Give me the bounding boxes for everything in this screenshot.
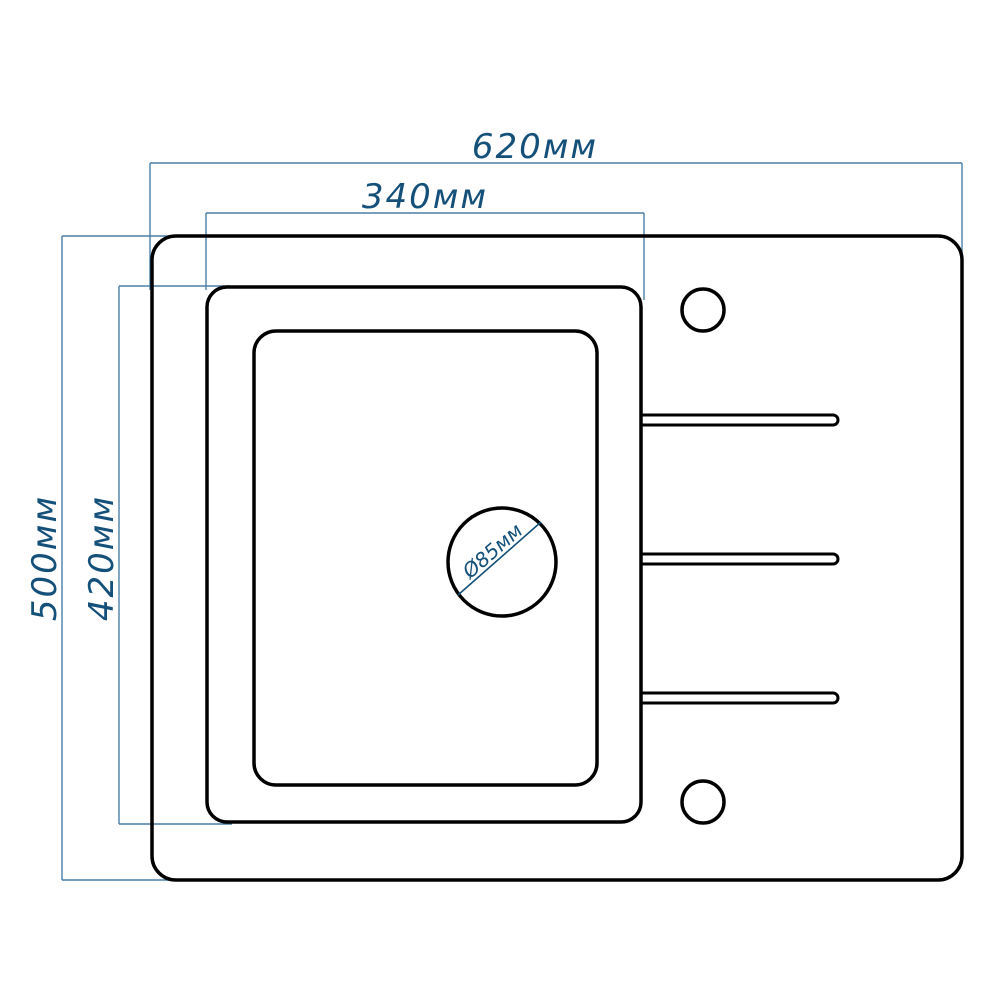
bowl-width-label: 340мм	[362, 177, 488, 217]
total-width-label: 620мм	[472, 127, 598, 167]
bowl-inner	[252, 329, 599, 787]
drainboard-rib	[628, 552, 840, 566]
drain-icon	[446, 506, 558, 618]
drainboard-rib	[628, 413, 840, 427]
dimension-lines	[61, 162, 963, 881]
bowl-rim	[205, 285, 643, 824]
drainboard-rib	[628, 691, 840, 705]
sink-outer-body	[150, 234, 964, 882]
drain-diameter-line	[457, 521, 542, 596]
tap-hole-icon	[680, 287, 726, 333]
total-depth-label: 500мм	[25, 495, 65, 621]
bowl-depth-label: 420мм	[82, 495, 122, 621]
tap-hole-icon	[680, 779, 726, 825]
